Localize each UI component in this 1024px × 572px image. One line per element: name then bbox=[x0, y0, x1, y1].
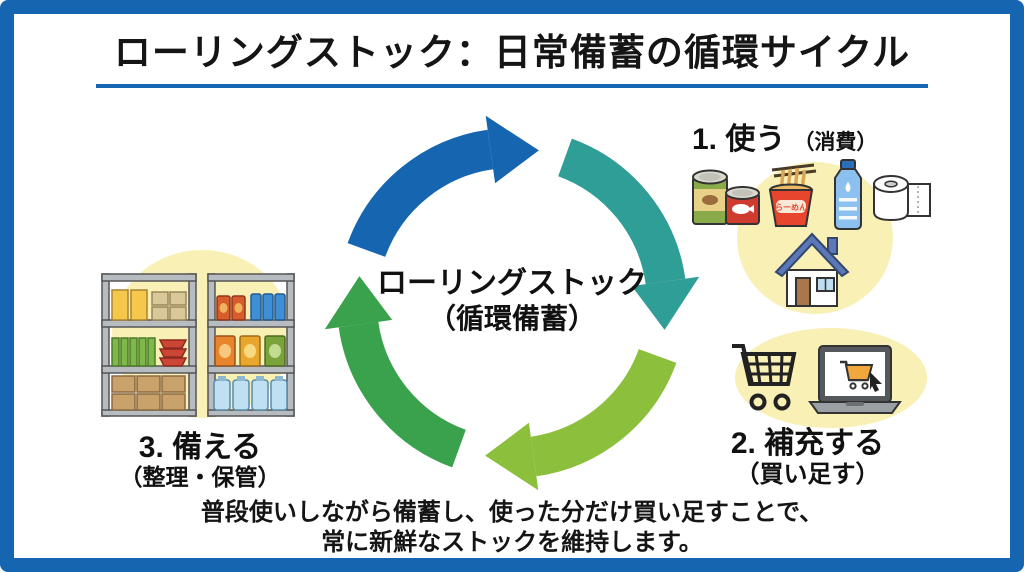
shopping-cart-icon bbox=[732, 344, 797, 411]
step1-number-label: 1. 使う bbox=[692, 123, 786, 156]
title-underline bbox=[96, 84, 928, 88]
water-bottle-icon bbox=[834, 159, 862, 230]
footer-note-line2: 常に新鮮なストックを維持します。 bbox=[321, 529, 703, 556]
canned-food-icon bbox=[692, 169, 760, 225]
page-title: ローリングストック：日常備蓄の循環サイクル bbox=[113, 32, 911, 73]
toilet-paper-icon bbox=[873, 175, 931, 222]
storage-shelf-right-icon bbox=[207, 273, 295, 417]
step2-sub-label: （買い足す） bbox=[735, 461, 880, 488]
cup-noodle-icon: らーめん bbox=[768, 163, 817, 227]
cycle-arrow-blue bbox=[347, 115, 539, 258]
cycle-arrow-teal bbox=[557, 138, 700, 330]
cycle-diagram bbox=[324, 115, 700, 491]
step1-label: 1. 使う （消費） bbox=[692, 114, 877, 158]
cycle-center-label: ローリングストック （循環備蓄） bbox=[352, 266, 672, 336]
step1-sub-label: （消費） bbox=[793, 131, 878, 154]
step2-number-label: 2. 補充する bbox=[730, 427, 885, 460]
step3-sub-label: （整理・保管） bbox=[119, 464, 281, 490]
laptop-shopping-icon bbox=[808, 345, 902, 414]
storage-shelf-left-icon bbox=[101, 273, 197, 417]
cycle-center-line1: ローリングストック bbox=[377, 267, 647, 300]
cup-noodle-label: らーめん bbox=[775, 203, 807, 212]
footer-note-line1: 普段使いしながら備蓄し、使った分だけ買い足すことで、 bbox=[200, 499, 824, 526]
cycle-center-line2: （循環備蓄） bbox=[427, 303, 596, 334]
cycle-arrow-lime bbox=[485, 348, 677, 491]
cycle-arrow-green bbox=[324, 276, 467, 468]
step3-number-label: 3. 備える bbox=[138, 431, 262, 464]
house-icon bbox=[774, 232, 850, 307]
